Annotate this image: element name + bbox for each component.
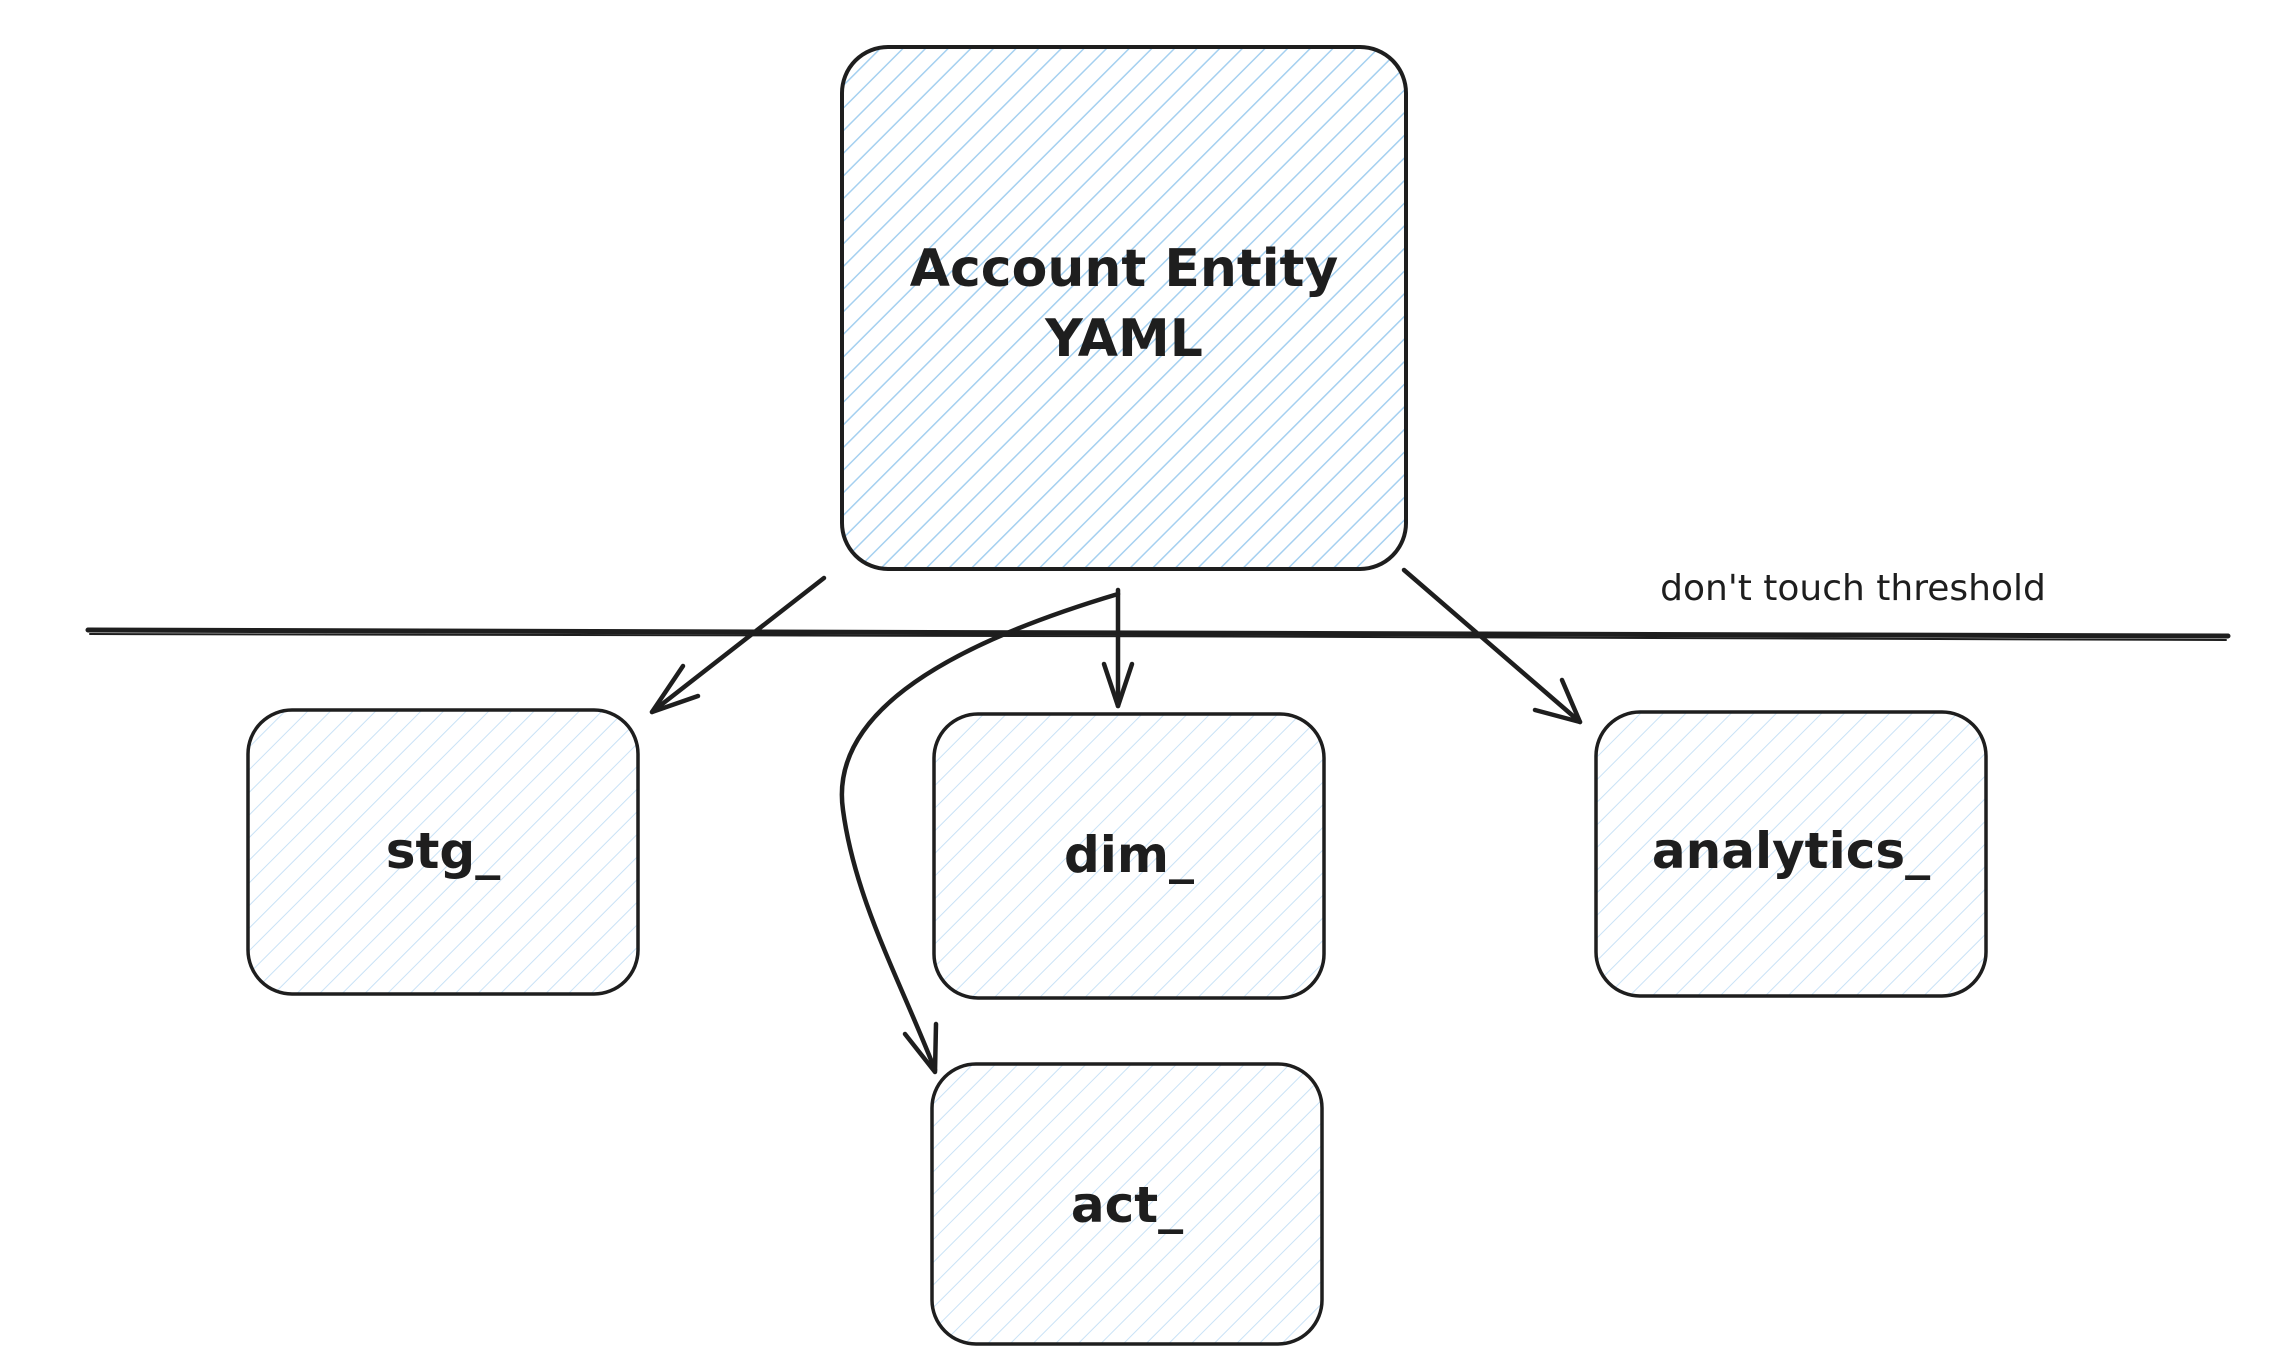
threshold: don't touch threshold	[85, 568, 2231, 641]
node-stg-label: stg_	[386, 822, 500, 880]
arrow-entity-to-act-head	[902, 1021, 939, 1075]
node-analytics-label: analytics_	[1652, 822, 1930, 880]
arrow-entity-to-dim-head	[1101, 661, 1135, 709]
node-dim[interactable]: dim_	[932, 712, 1326, 1000]
node-account-entity-fill	[842, 47, 1406, 569]
node-account-entity-label-line1: Account Entity	[910, 239, 1339, 299]
node-analytics[interactable]: analytics_	[1594, 710, 1988, 998]
node-account-entity-yaml[interactable]: Account Entity YAML	[840, 45, 1408, 571]
threshold-label: don't touch threshold	[1660, 568, 2046, 609]
arrow-entity-to-dim	[1101, 587, 1135, 709]
node-stg-fill	[248, 710, 638, 994]
node-analytics-fill	[1596, 712, 1986, 996]
node-act-outline	[930, 1062, 1324, 1346]
arrow-entity-to-act-shaft	[839, 591, 1121, 1073]
arrow-entity-to-stg-shaft	[649, 575, 827, 715]
arrow-entity-to-analytics-shaft	[1401, 567, 1583, 725]
node-dim-outline	[932, 712, 1326, 1000]
node-stg-outline	[246, 708, 640, 996]
arrow-entity-to-analytics-head	[1532, 677, 1583, 725]
arrow-entity-to-analytics	[1401, 567, 1583, 725]
arrow-entity-to-stg	[649, 575, 827, 715]
node-stg[interactable]: stg_	[246, 708, 640, 996]
arrow-entity-to-act	[839, 591, 1121, 1075]
threshold-line	[85, 627, 2231, 639]
node-account-entity-outline	[840, 45, 1408, 571]
arrow-entity-to-stg-head	[649, 663, 701, 715]
node-act-label: act_	[1071, 1176, 1183, 1234]
node-act[interactable]: act_	[930, 1062, 1324, 1346]
node-dim-fill	[934, 714, 1324, 998]
node-act-fill	[932, 1064, 1322, 1344]
threshold-line-sketch	[89, 633, 2227, 641]
node-analytics-outline	[1594, 710, 1988, 998]
node-account-entity-label-line2: YAML	[1044, 309, 1203, 369]
node-dim-label: dim_	[1064, 826, 1194, 884]
